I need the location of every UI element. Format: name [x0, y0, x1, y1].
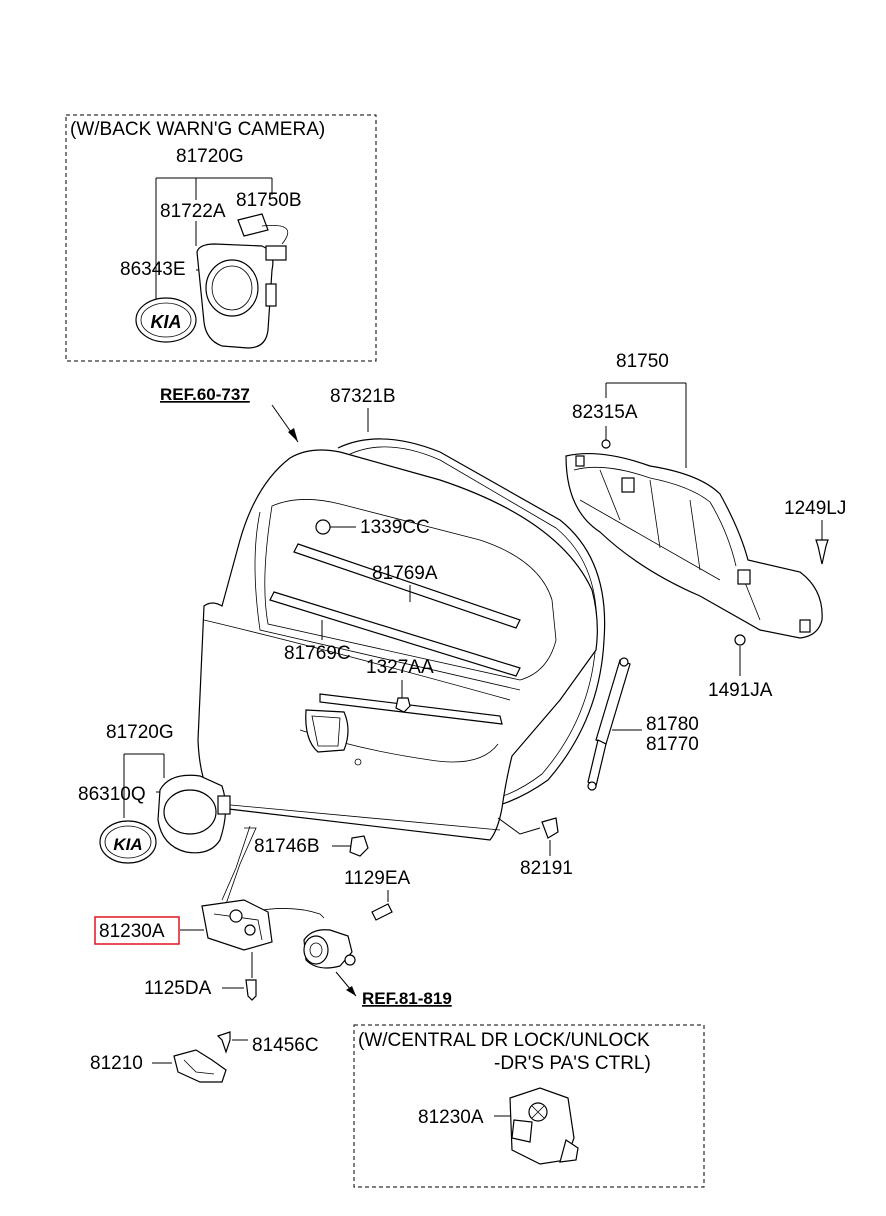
ref-60-737[interactable]: REF.60-737: [160, 385, 250, 404]
label-81780[interactable]: 81780: [646, 714, 699, 735]
label-86310Q[interactable]: 86310Q: [78, 784, 146, 805]
camera-box-title: (W/BACK WARN'G CAMERA): [70, 119, 325, 140]
camera-bezel-part: [196, 243, 277, 349]
key-cylinder-part: [303, 929, 356, 969]
label-1129EA[interactable]: 1129EA: [344, 868, 411, 889]
camera-option-box: (W/BACK WARN'G CAMERA) 81720G 81722A 817…: [65, 114, 377, 362]
arrow-head-2: [346, 986, 356, 996]
label-81750B[interactable]: 81750B: [236, 190, 302, 211]
label-1327AA[interactable]: 1327AA: [366, 657, 434, 678]
label-81769A[interactable]: 81769A: [372, 563, 438, 584]
label-81720G-top[interactable]: 81720G: [176, 146, 244, 167]
label-1339CC[interactable]: 1339CC: [360, 517, 430, 538]
label-81230A[interactable]: 81230A: [99, 921, 165, 942]
label-82191[interactable]: 82191: [520, 858, 573, 879]
clip-1491JA: [734, 634, 746, 646]
label-81720G-low[interactable]: 81720G: [106, 722, 174, 743]
gas-strut-part: [587, 657, 631, 791]
striker-81210-part: [173, 1049, 227, 1083]
trim-panel-part: [565, 452, 823, 639]
nut-81746B: [349, 835, 369, 857]
label-1125DA[interactable]: 1125DA: [144, 978, 212, 999]
label-81210[interactable]: 81210: [90, 1053, 143, 1074]
arrow-head: [288, 428, 298, 442]
label-1249LJ[interactable]: 1249LJ: [784, 498, 846, 519]
kia-emblem-lower: KIA: [99, 820, 157, 864]
garnish-bezel-part: [157, 774, 231, 854]
label-81769C[interactable]: 81769C: [284, 643, 351, 664]
emblem-text-lower: KIA: [113, 835, 142, 854]
nut-1339CC: [315, 519, 331, 535]
label-81456C[interactable]: 81456C: [252, 1035, 319, 1056]
nut-1327AA: [395, 697, 411, 713]
label-86343E[interactable]: 86343E: [120, 259, 186, 280]
emblem-text-top: KIA: [151, 312, 182, 332]
label-81746B[interactable]: 81746B: [254, 836, 320, 857]
central-lock-box-title-2: -DR'S PA'S CTRL): [494, 1053, 651, 1074]
screw-81456C: [216, 1031, 231, 1054]
label-82315A[interactable]: 82315A: [572, 402, 638, 423]
central-lock-option-box: (W/CENTRAL DR LOCK/UNLOCK -DR'S PA'S CTR…: [353, 1024, 705, 1188]
label-81230A-box[interactable]: 81230A: [418, 1107, 484, 1128]
bolt-1125DA: [245, 979, 257, 1001]
label-87321B[interactable]: 87321B: [330, 386, 396, 407]
central-lock-box-title-1: (W/CENTRAL DR LOCK/UNLOCK: [358, 1030, 650, 1051]
label-81770[interactable]: 81770: [646, 734, 699, 755]
latch-assembly-part: [201, 825, 325, 951]
latch-actuator-part: [509, 1087, 579, 1165]
ref-81-819[interactable]: REF.81-819: [362, 989, 452, 1008]
label-81722A[interactable]: 81722A: [160, 201, 226, 222]
label-1491JA[interactable]: 1491JA: [708, 680, 773, 701]
label-81750[interactable]: 81750: [616, 351, 669, 372]
kia-emblem-top: KIA: [135, 297, 197, 343]
tailgate-panel-part: [197, 438, 606, 841]
clip-82315A: [601, 439, 611, 449]
highlight-81230A: [94, 916, 180, 945]
screw-1249LJ: [815, 539, 829, 565]
camera-sensor-part: [237, 213, 289, 261]
bolt-1129EA: [371, 903, 393, 921]
bumper-82191: [541, 817, 559, 839]
